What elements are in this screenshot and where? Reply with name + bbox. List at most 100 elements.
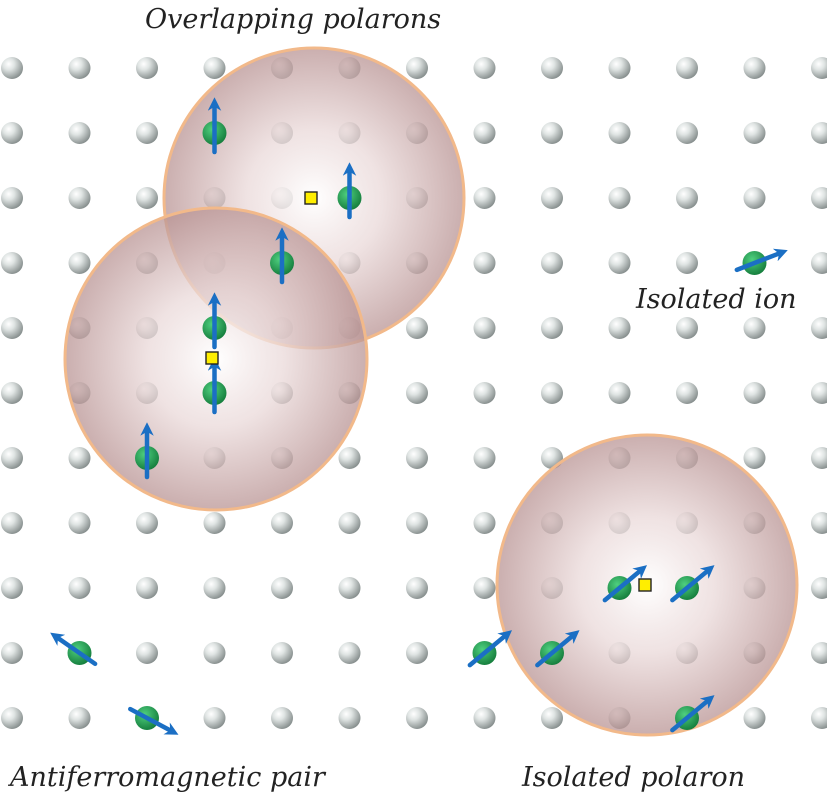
- lattice-atom: [541, 707, 563, 729]
- lattice-atom: [811, 187, 827, 209]
- spin-arrow-icon: [50, 632, 98, 667]
- lattice-atom: [743, 707, 766, 729]
- donor-site: [205, 351, 219, 365]
- lattice-atom: [271, 577, 293, 599]
- lattice-atom: [743, 122, 766, 144]
- lattice-atom: [68, 577, 91, 599]
- overlapping-polarons-label: Overlapping polarons: [145, 4, 441, 35]
- lattice-atom: [406, 57, 428, 79]
- lattice-atom: [811, 642, 827, 664]
- lattice-atom: [541, 382, 563, 404]
- magnetic-ion: [467, 630, 513, 668]
- lattice-atom: [811, 122, 827, 144]
- lattice-atom: [473, 122, 496, 144]
- lattice-atom: [338, 707, 361, 729]
- lattice-atom: [271, 512, 293, 534]
- spin-arrow-icon: [670, 565, 715, 603]
- magnetic-ion: [270, 227, 294, 285]
- lattice-atom: [271, 642, 293, 664]
- lattice-atom: [68, 187, 91, 209]
- lattice-atom: [743, 447, 766, 469]
- lattice-atom: [473, 187, 496, 209]
- lattice-atom: [608, 317, 631, 339]
- lattice-atom: [743, 382, 766, 404]
- lattice-atom: [608, 382, 631, 404]
- lattice-atom: [203, 577, 226, 599]
- lattice-atom: [68, 447, 91, 469]
- lattice-atom: [473, 447, 496, 469]
- lattice-atom: [1, 642, 23, 664]
- lattice-atom: [338, 512, 361, 534]
- magnetic-ion: [734, 248, 788, 275]
- magnetic-ion: [337, 162, 362, 220]
- lattice-atom: [473, 317, 496, 339]
- lattice-atom: [676, 57, 698, 79]
- magnetic-ion: [202, 97, 227, 155]
- lattice-atom: [743, 187, 766, 209]
- donor-site: [638, 578, 652, 592]
- lattice-atom: [338, 642, 361, 664]
- donor-sites: [205, 191, 652, 592]
- lattice-atom: [676, 187, 698, 209]
- lattice-atom: [1, 512, 23, 534]
- isolated-polaron-label: Isolated polaron: [521, 762, 745, 793]
- lattice-atom: [136, 512, 158, 534]
- lattice-atom: [406, 642, 428, 664]
- lattice-atom: [811, 317, 827, 339]
- lattice-atom: [743, 317, 766, 339]
- donor-site: [304, 191, 318, 205]
- lattice-atom: [1, 577, 23, 599]
- magnetic-ion: [135, 422, 159, 480]
- magnetic-ion: [202, 292, 227, 350]
- lattice-atom: [136, 57, 158, 79]
- lattice-atom: [811, 447, 827, 469]
- lattice-atom: [473, 577, 496, 599]
- lattice-atom: [1, 57, 23, 79]
- lattice-atom: [338, 447, 361, 469]
- lattice-atom: [203, 707, 226, 729]
- lattice-atom: [1, 447, 23, 469]
- lattice-atom: [541, 317, 563, 339]
- lattice-atom: [608, 252, 631, 274]
- lattice-atom: [1, 382, 23, 404]
- lattice-atom: [676, 122, 698, 144]
- lattice-atom: [676, 252, 698, 274]
- lattice-atom: [676, 382, 698, 404]
- lattice-atom: [811, 57, 827, 79]
- lattice-atom: [541, 57, 563, 79]
- magnetic-ion: [602, 565, 648, 603]
- lattice-atom: [1, 187, 23, 209]
- lattice-atom: [608, 122, 631, 144]
- lattice-atom: [271, 707, 293, 729]
- lattice-atom: [338, 577, 361, 599]
- lattice-atom: [811, 382, 827, 404]
- lattice-atom: [68, 252, 91, 274]
- lattice-atom: [203, 642, 226, 664]
- lattice-atom: [68, 707, 91, 729]
- spin-arrow-icon: [670, 695, 715, 733]
- spin-arrow-icon: [467, 630, 513, 668]
- lattice-atom: [608, 187, 631, 209]
- lattice-atom: [1, 317, 23, 339]
- magnetic-ion: [535, 630, 580, 668]
- lattice-atom: [811, 707, 827, 729]
- lattice-atom: [136, 577, 158, 599]
- lattice-atom: [541, 187, 563, 209]
- lattice-atom: [406, 382, 428, 404]
- spin-arrow-icon: [602, 565, 648, 603]
- lattice-atom: [473, 252, 496, 274]
- lattice-atom: [406, 512, 428, 534]
- lattice-atom: [811, 252, 827, 274]
- lattice-atom: [541, 252, 563, 274]
- spin-arrow-icon: [535, 630, 580, 668]
- isolated-ion-label: Isolated ion: [635, 284, 796, 315]
- lattice-atom: [136, 642, 158, 664]
- lattice-atom: [743, 57, 766, 79]
- lattice-atom: [1, 707, 23, 729]
- spin-arrow-icon: [734, 248, 788, 273]
- magnetic-ion: [670, 695, 715, 733]
- lattice-atom: [406, 447, 428, 469]
- lattice-atom: [68, 57, 91, 79]
- lattice-atom: [203, 512, 226, 534]
- lattice-atom: [1, 122, 23, 144]
